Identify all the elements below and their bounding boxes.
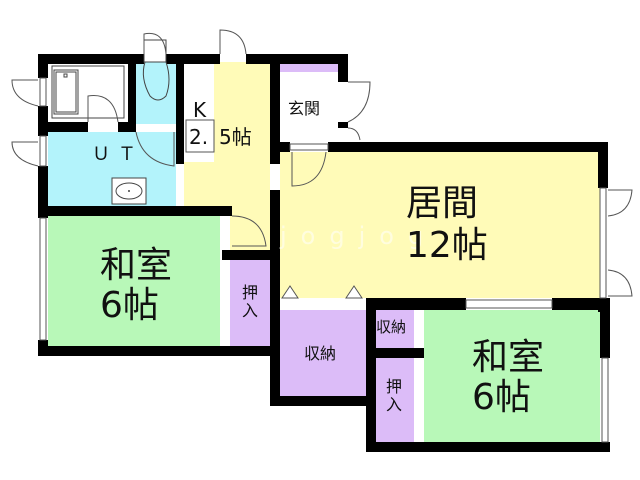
sink-icon	[111, 177, 147, 205]
walls	[38, 54, 610, 452]
washitsu-right-name: 和室	[472, 337, 545, 378]
shuno-small-label: 収納	[376, 318, 407, 336]
kitchen-counter	[184, 62, 214, 162]
door-swings	[11, 29, 633, 297]
entrance-area	[280, 62, 340, 142]
washitsu-left-area	[48, 214, 220, 348]
kitchen-size-a: 2.	[189, 125, 209, 149]
window-lines	[39, 77, 609, 443]
toilet-area	[136, 62, 176, 124]
washitsu-left-size: 6帖	[100, 285, 159, 326]
living-area	[280, 152, 600, 298]
closet-door-markers	[281, 285, 363, 299]
kitchen-letter: K	[193, 98, 207, 122]
living-size: 12帖	[406, 225, 488, 266]
living-name: 居間	[406, 183, 479, 224]
oshiire-left-label: 押入	[239, 284, 258, 320]
shuno-center-label: 収納	[304, 344, 337, 363]
ut-label: ＵＴ	[92, 144, 144, 165]
watermark: jogjog	[280, 222, 438, 250]
shuno-small-area	[376, 310, 414, 348]
kitchen-size-b: 5帖	[219, 125, 252, 149]
kitchen-size-box	[185, 119, 215, 153]
entrance-shoe-storage	[280, 62, 338, 72]
shuno-center-area	[280, 310, 366, 396]
oshiire-left-area	[230, 260, 270, 348]
oshiire-right-label: 押入	[383, 378, 402, 414]
washitsu-left-name: 和室	[100, 245, 173, 286]
entrance-label: 玄関	[288, 99, 321, 118]
washitsu-right-size: 6帖	[472, 377, 531, 418]
oshiire-right-area	[376, 358, 414, 444]
washitsu-right-area	[424, 310, 600, 444]
